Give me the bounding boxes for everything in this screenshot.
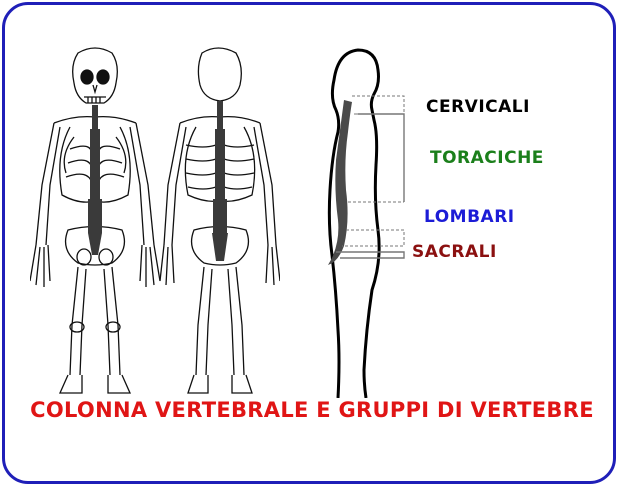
side-silhouette-spine [300,40,420,398]
diagram-title: COLONNA VERTEBRALE E GRUPPI DI VERTEBRE [0,398,624,422]
label-sacrali: SACRALI [412,242,497,262]
label-lombari: LOMBARI [424,207,515,227]
label-cervicali: CERVICALI [426,97,530,117]
skeleton-front-illustration [30,45,160,395]
skeleton-back-illustration [160,45,280,395]
label-toraciche: TORACICHE [430,148,544,168]
